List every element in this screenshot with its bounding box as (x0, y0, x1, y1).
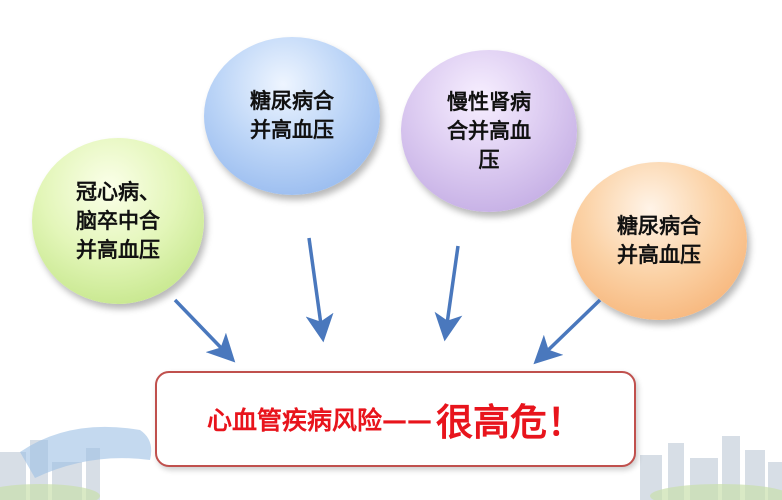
bubble-coronary-stroke-hypertension: 冠心病、 脑卒中合 并高血压 (32, 138, 204, 304)
bubble-kidney-hypertension: 慢性肾病 合并高血 压 (401, 50, 577, 212)
result-emphasis-text: 很高危！ (436, 401, 584, 444)
result-main-text: 心血管疾病风险—— (206, 406, 432, 435)
decorative-ribbon (20, 426, 152, 478)
bubble-diabetes-hypertension: 糖尿病合 并高血压 (204, 37, 380, 195)
result-box: 心血管疾病风险—— 很高危！ (155, 371, 636, 467)
bubble-label: 冠心病、 脑卒中合 并高血压 (76, 179, 160, 262)
bubble-label: 慢性肾病 合并高血 压 (447, 89, 531, 172)
bubble-diabetes-hypertension-right: 糖尿病合 并高血压 (571, 162, 747, 320)
bubble-label: 糖尿病合 并高血压 (250, 89, 334, 142)
bubble-label: 糖尿病合 并高血压 (617, 214, 701, 267)
